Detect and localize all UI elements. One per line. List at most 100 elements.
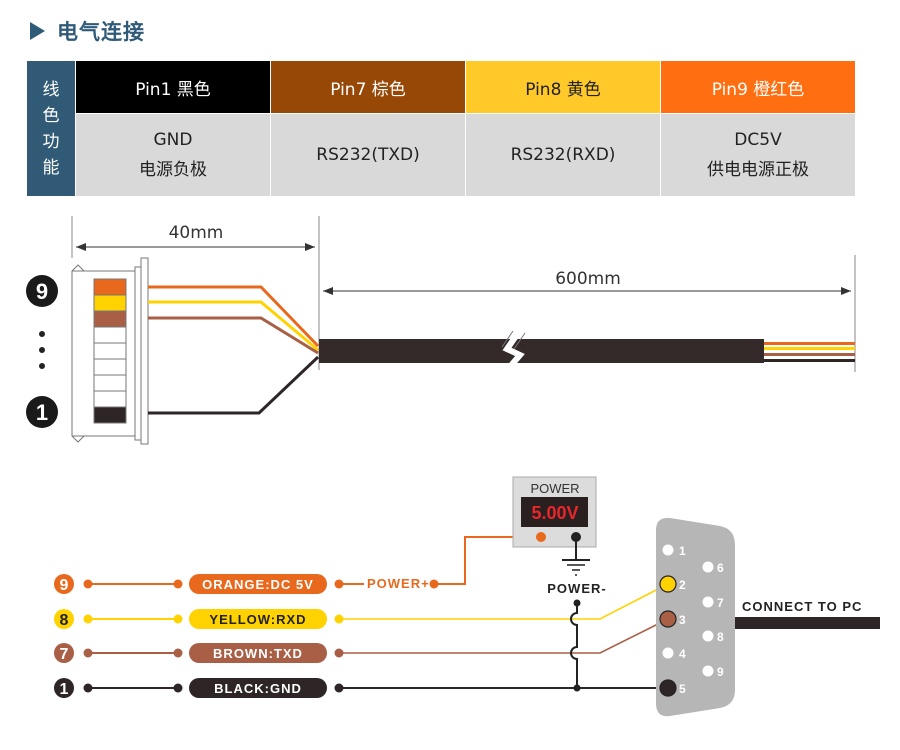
- side-char: 能: [42, 157, 60, 178]
- section-header: 电气连接: [30, 14, 145, 48]
- wire-label-pill: [189, 609, 327, 629]
- wiring-row: 1 BLACK:GND: [54, 678, 668, 698]
- wire-dot: [173, 648, 183, 658]
- wire-dot: [173, 579, 183, 589]
- db9-pin-1: [662, 544, 674, 556]
- wiring-row: 8 YELLOW:RXD: [54, 587, 661, 629]
- pin-badge-number: 9: [60, 577, 69, 594]
- power-box-title: POWER: [530, 481, 579, 496]
- dimension-600mm: 600mm: [323, 255, 856, 372]
- cable-end-wires: [764, 342, 855, 362]
- function-line: 电源负极: [139, 160, 207, 180]
- wire-label: ORANGE:DC 5V: [202, 577, 314, 592]
- side-char: 色: [42, 105, 60, 126]
- db9-pin-label: 2: [679, 578, 686, 592]
- ellipsis-dot: [39, 331, 45, 337]
- ellipsis-dot: [39, 347, 45, 353]
- wire-label-pill: [189, 643, 327, 663]
- pin1-number: 1: [36, 400, 48, 425]
- ellipsis-dot: [39, 363, 45, 369]
- wire-dot: [83, 648, 93, 658]
- pin8-header: Pin8 黄色: [465, 60, 661, 114]
- function-line: GND: [153, 130, 193, 150]
- wire-dot: [173, 614, 183, 624]
- ground-icon: [562, 537, 590, 576]
- db9-pins: 1 2 3 4 5 6 7 8 9: [659, 544, 724, 697]
- db9-pin-4: [662, 647, 674, 659]
- pin1-badge: 1: [26, 396, 58, 428]
- wire-dot: [83, 683, 93, 693]
- power-plus-terminal: [536, 532, 546, 542]
- power-minus-wire: [570, 599, 581, 692]
- wire-dot: [83, 579, 93, 589]
- pin1-function: GND 电源负极: [75, 113, 271, 197]
- pc-cable: [735, 617, 880, 629]
- wiring-rows: 9 ORANGE:DC 5V 8 YELLOW:RXD 7 BROWN:TXD 1 BLACK…: [54, 574, 668, 698]
- function-line: RS232(RXD): [510, 145, 616, 165]
- pin-function-table: 线 色 功 能 Pin1 黑色 Pin7 棕色 Pin8 黄色 Pin9 橙红色…: [26, 60, 856, 197]
- pin-badge: [54, 678, 74, 698]
- triangle-right-icon: [30, 22, 45, 40]
- dimension-40mm: 40mm: [71, 216, 320, 370]
- voltage-readout: 5.00V: [531, 503, 578, 523]
- function-line: DC5V: [734, 130, 782, 150]
- wiring-row: 7 BROWN:TXD: [54, 622, 661, 663]
- power-plus-wire: [434, 536, 539, 585]
- pin-badge: [54, 574, 74, 594]
- wire-label: YELLOW:RXD: [209, 612, 306, 627]
- db9-pin-label: 7: [717, 596, 724, 610]
- connect-to-pc-label: CONNECT TO PC: [742, 599, 862, 614]
- side-char: 线: [42, 79, 60, 100]
- db9-pin-label: 9: [717, 665, 724, 679]
- cable-jacket: [319, 330, 764, 371]
- db9-pin-label: 1: [679, 544, 686, 558]
- db9-pin-2: [659, 575, 677, 593]
- pin1-header: Pin1 黑色: [75, 60, 271, 114]
- function-line: 供电电源正极: [707, 160, 809, 180]
- connector-wires: [148, 285, 320, 415]
- pin-badge-number: 1: [60, 681, 69, 698]
- wire-label-pill: [189, 678, 327, 698]
- pin-badge-number: 8: [60, 612, 69, 629]
- function-line: RS232(TXD): [316, 145, 420, 165]
- wire-segment: [339, 622, 661, 654]
- power-supply: POWER 5.00V: [512, 476, 597, 548]
- pin8-function: RS232(RXD): [465, 113, 661, 197]
- db9-pin-6: [702, 561, 714, 573]
- wiring-row: 9 ORANGE:DC 5V: [54, 574, 364, 594]
- wire-dot: [83, 614, 93, 624]
- pin9-header: Pin9 橙红色: [660, 60, 856, 114]
- db9-pin-label: 4: [679, 647, 686, 661]
- pin-badge: [54, 609, 74, 629]
- pin9-number: 9: [36, 279, 48, 304]
- db9-pin-label: 5: [679, 682, 686, 696]
- db9-pin-label: 3: [679, 613, 686, 627]
- wire-label-pill: [189, 574, 327, 594]
- pin7-header: Pin7 棕色: [270, 60, 466, 114]
- pin9-badge: 9: [26, 275, 58, 307]
- db9-pin-3: [659, 610, 677, 628]
- db9-pin-7: [702, 596, 714, 608]
- side-label: 线 色 功 能: [26, 60, 76, 197]
- side-char: 功: [42, 131, 60, 152]
- section-title: 电气连接: [57, 20, 145, 44]
- wire-label: BLACK:GND: [214, 681, 302, 696]
- power-plus-label: POWER+: [367, 576, 430, 591]
- db9-pin-label: 8: [717, 630, 724, 644]
- db9-pin-8: [702, 630, 714, 642]
- pin7-function: RS232(TXD): [270, 113, 466, 197]
- wire-label: BROWN:TXD: [213, 646, 303, 661]
- wire-dot: [173, 683, 183, 693]
- pin-badge: [54, 643, 74, 663]
- db9-pin-9: [702, 665, 714, 677]
- pin9-function: DC5V 供电电源正极: [660, 113, 856, 197]
- connector-housing: [71, 257, 149, 445]
- power-minus-label: POWER-: [547, 581, 606, 596]
- pin-badge-number: 7: [60, 646, 69, 663]
- wire-segment: [339, 587, 661, 620]
- db9-pin-5: [659, 679, 677, 697]
- dim-600mm-label: 600mm: [555, 269, 621, 289]
- db9-pin-label: 6: [717, 561, 724, 575]
- dim-40mm-label: 40mm: [169, 223, 224, 243]
